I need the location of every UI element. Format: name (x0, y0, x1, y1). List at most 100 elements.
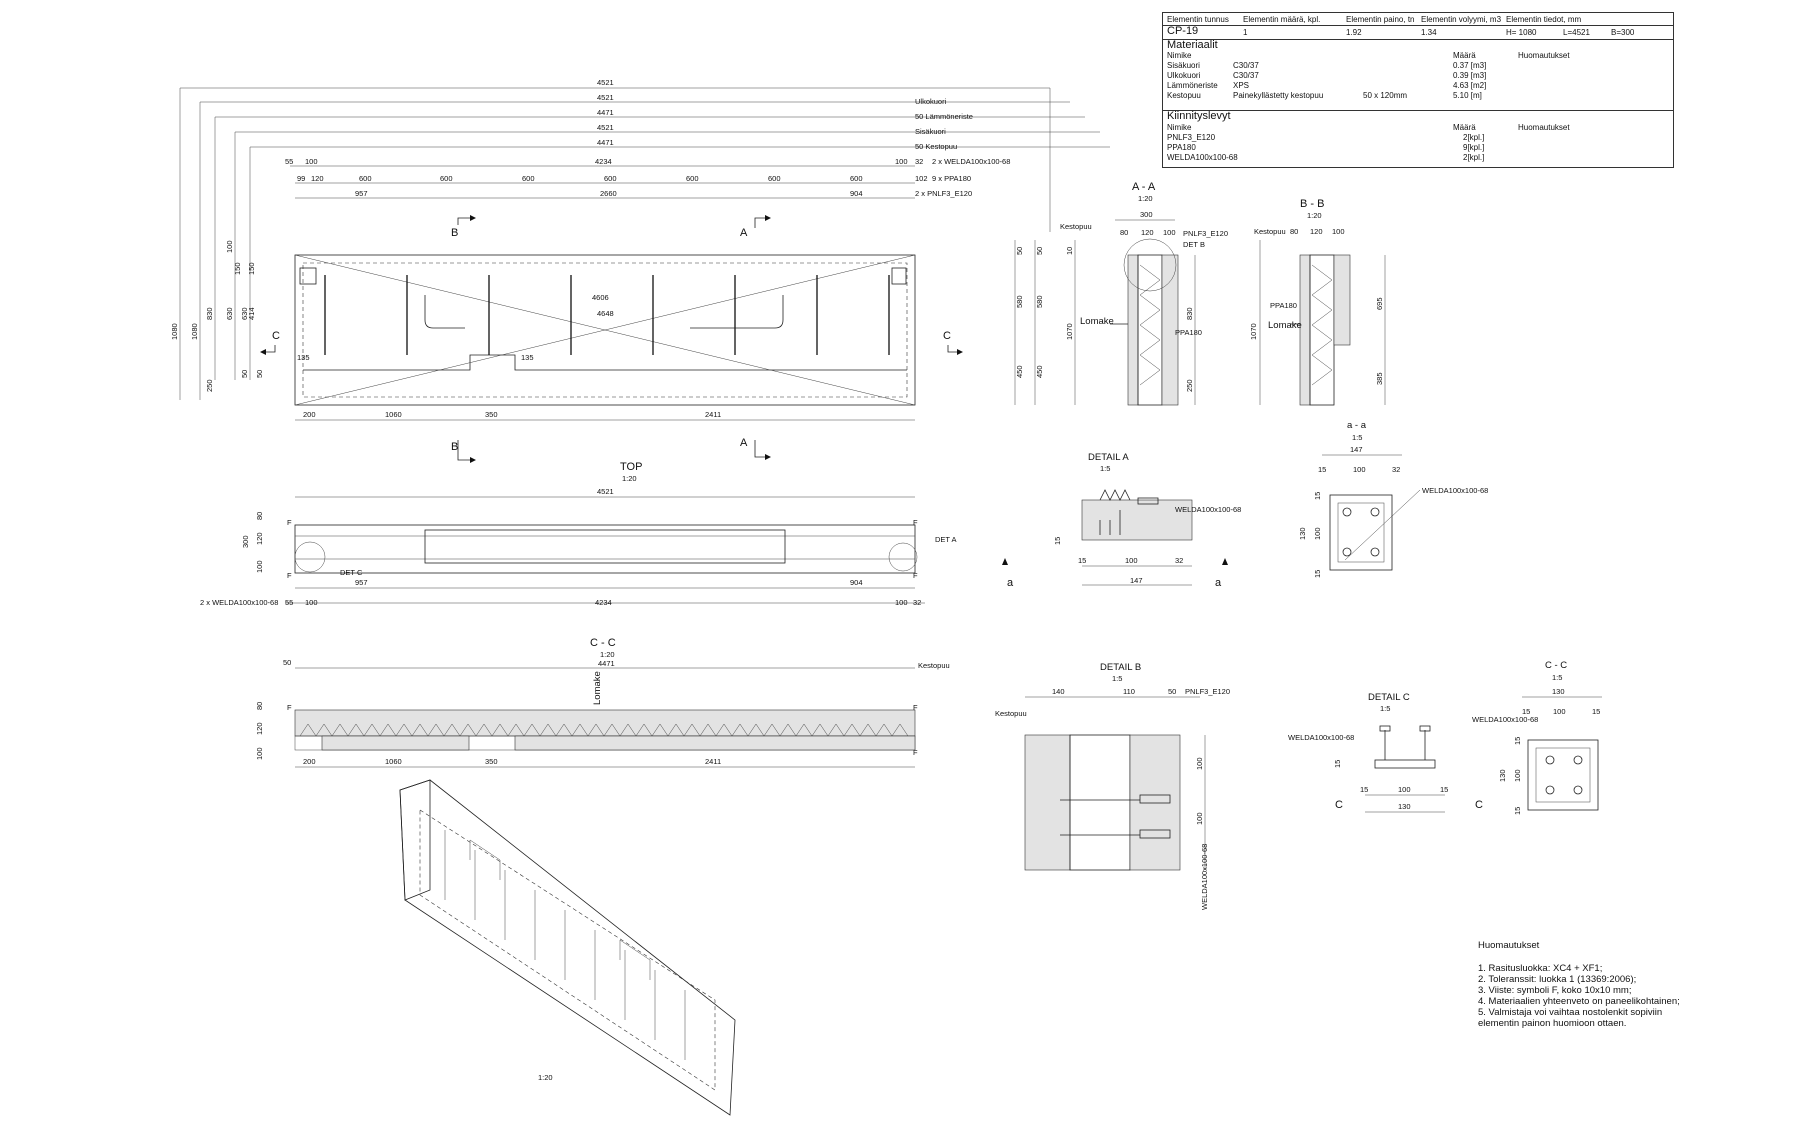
dim-text: 100 (1553, 707, 1566, 716)
fixing-amount: 2[kpl.] (1463, 133, 1485, 142)
dim-label: 2 x PNLF3_E120 (915, 189, 972, 198)
fixing-name: WELDA100x100-68 (1167, 153, 1238, 162)
dim-text: 4521 (597, 123, 614, 132)
section-marker-a-bottom: A (740, 437, 771, 460)
dim-text: 15 (1360, 785, 1368, 794)
svg-text:B: B (451, 227, 458, 239)
kestopuu-label: Kestopuu (1254, 227, 1286, 236)
dim-text: 600 (686, 174, 699, 183)
dim-label: 2 x WELDA100x100-68 (932, 157, 1010, 166)
pnlf-label: PNLF3_E120 (1185, 687, 1230, 696)
materials-col-amount: Määrä (1453, 51, 1476, 60)
detail-b: DETAIL B 1:5 140 110 50 PNLF3_E120 Kesto… (995, 662, 1230, 910)
svg-text:580: 580 (1015, 295, 1024, 308)
inner-leaf-right (514, 735, 916, 751)
dim-label: Sisäkuori (915, 127, 946, 136)
dim-text: 350 (485, 410, 498, 419)
welda-label: WELDA100x100-68 (1288, 733, 1354, 742)
welda-label: WELDA100x100-68 (1422, 486, 1488, 495)
view-scale: 1:5 (1100, 464, 1110, 473)
svg-text:C: C (943, 330, 951, 342)
diag-dim: 4648 (597, 309, 614, 318)
tb-header-id: Elementin tunnus (1167, 15, 1229, 24)
element-volume: 1.34 (1421, 28, 1437, 37)
material-spec: C30/37 (1233, 71, 1259, 80)
dim-text: 100 (895, 157, 908, 166)
dim-text: 830 (1185, 307, 1194, 320)
view-scale: 1:5 (1352, 433, 1362, 442)
fixing-amount: 2[kpl.] (1463, 153, 1485, 162)
svg-text:630: 630 (240, 307, 249, 320)
dim-text: 15 (1513, 807, 1522, 815)
detail-c: DETAIL C 1:5 WELDA100x100-68 15 15 100 1… (1288, 692, 1483, 813)
dim-text: 120 (311, 174, 324, 183)
dim-text: 2660 (600, 189, 617, 198)
dim-text: 904 (850, 578, 863, 587)
section-marker: a (1007, 577, 1014, 589)
opening-notch (303, 354, 907, 371)
top-outline (294, 524, 916, 574)
dim-text: 4521 (597, 78, 614, 87)
chamfer-mark: F (913, 571, 918, 580)
dim-text: 15 (1440, 785, 1448, 794)
dim-label: 2 x WELDA100x100-68 (200, 598, 278, 607)
material-name: Lämmöneriste (1167, 81, 1218, 90)
material-amount: 0.39 [m3] (1453, 71, 1487, 80)
outer-leaf (294, 709, 916, 737)
dim-text: 200 (303, 757, 316, 766)
dim-text: 100 (1313, 527, 1322, 540)
section-marker: a (1215, 577, 1222, 589)
dim-text: 110 (1123, 687, 1135, 696)
dim-text: 100 (895, 598, 908, 607)
dim-text: 600 (440, 174, 453, 183)
panel-outline (294, 254, 916, 406)
det-label: DET A (935, 535, 957, 544)
view-scale: 1:20 (1307, 211, 1322, 220)
dim-text: 600 (604, 174, 617, 183)
welda-label: WELDA100x100-68 (1472, 715, 1538, 724)
dim-text: 2411 (705, 757, 721, 766)
note-item: elementin painon huomioon ottaen. (1478, 1018, 1627, 1029)
material-spec: XPS (1233, 81, 1250, 90)
svg-text:50: 50 (1035, 247, 1044, 255)
section-aa: A - A 1:20 300 80 120 100 Kestopuu PNLF3… (1060, 181, 1228, 406)
dim-text: 4521 (597, 487, 614, 496)
section-marker: C (1335, 799, 1343, 811)
welda-label: WELDA100x100-68 (1175, 505, 1241, 514)
dim-text: 15 (1313, 492, 1322, 500)
dim-text: 100 (1513, 769, 1522, 782)
view-title: C - C (590, 637, 616, 649)
dim-text: 120 (255, 532, 264, 545)
dim-label: 50 Kestopuu (915, 142, 957, 151)
svg-text:B: B (451, 441, 458, 453)
lomake-label: Lomake (592, 671, 603, 705)
view-scale: 1:5 (1380, 704, 1390, 713)
dim-text: 102 (915, 174, 928, 183)
material-size: 50 x 120mm (1363, 91, 1408, 100)
svg-text:150: 150 (233, 262, 242, 275)
svg-text:A: A (740, 437, 748, 449)
element-id: CP-19 (1167, 25, 1199, 37)
svg-text:50: 50 (255, 370, 264, 378)
det-label: DET B (1183, 240, 1205, 249)
dim-text: 200 (303, 410, 316, 419)
view-scale: 1:20 (538, 1073, 553, 1082)
dim-text: 147 (1130, 576, 1143, 585)
note-item: 5. Valmistaja voi vaihtaa nostolenkit so… (1478, 1007, 1663, 1018)
dim-text: 1060 (385, 757, 402, 766)
section-marker-b-top: B (451, 215, 476, 239)
fixing-name: PNLF3_E120 (1167, 133, 1216, 142)
dim-text: 385 (1375, 372, 1384, 385)
svg-text:250: 250 (205, 379, 214, 392)
tb-header-volume: Elementin volyymi, m3 (1421, 15, 1502, 24)
material-amount: 4.63 [m2] (1453, 81, 1487, 90)
dim-text: 15 (1513, 737, 1522, 745)
dim-text: 15 (1318, 465, 1326, 474)
dim-text: 4234 (595, 157, 612, 166)
diag-dim: 4606 (592, 293, 609, 302)
chamfer-mark: F (287, 571, 292, 580)
dim-text: 100 (305, 598, 318, 607)
elevation-view: 4521 Ulkokuori 4521 4471 50 Lämmöneriste… (170, 78, 1110, 463)
detail-b-callout (1123, 238, 1177, 292)
dim-text: 100 (255, 560, 264, 573)
